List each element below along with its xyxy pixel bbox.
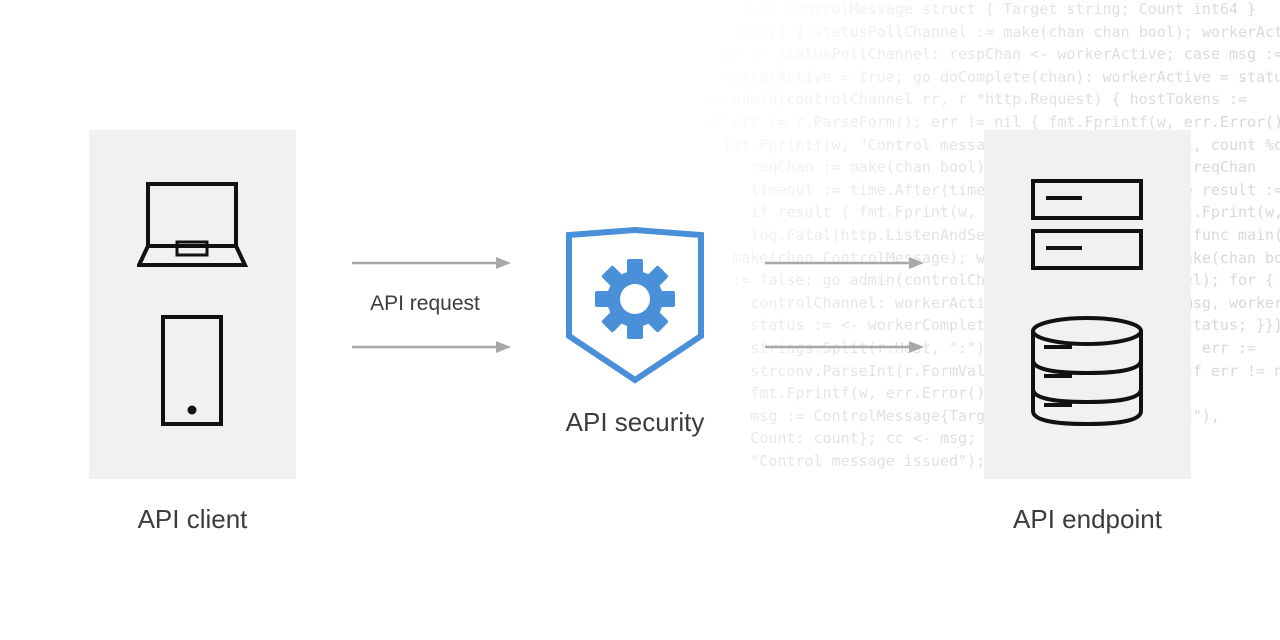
phone-icon	[161, 315, 223, 426]
api-endpoint-label: API endpoint	[1013, 504, 1162, 534]
api-security-label: API security	[565, 407, 705, 437]
api-client-panel	[89, 130, 296, 479]
laptop-icon	[137, 182, 249, 267]
endpoint-arrow-top	[765, 257, 924, 269]
request-arrow-top	[352, 257, 511, 269]
database-icon	[1031, 316, 1143, 427]
server-icon	[1031, 179, 1143, 270]
endpoint-arrow-bottom	[765, 341, 924, 353]
shield-gear-icon	[566, 226, 704, 384]
request-arrow-bottom	[352, 341, 511, 353]
api-client-label: API client	[137, 504, 248, 534]
api-endpoint-panel	[984, 130, 1191, 479]
api-request-label: API request	[370, 292, 480, 315]
